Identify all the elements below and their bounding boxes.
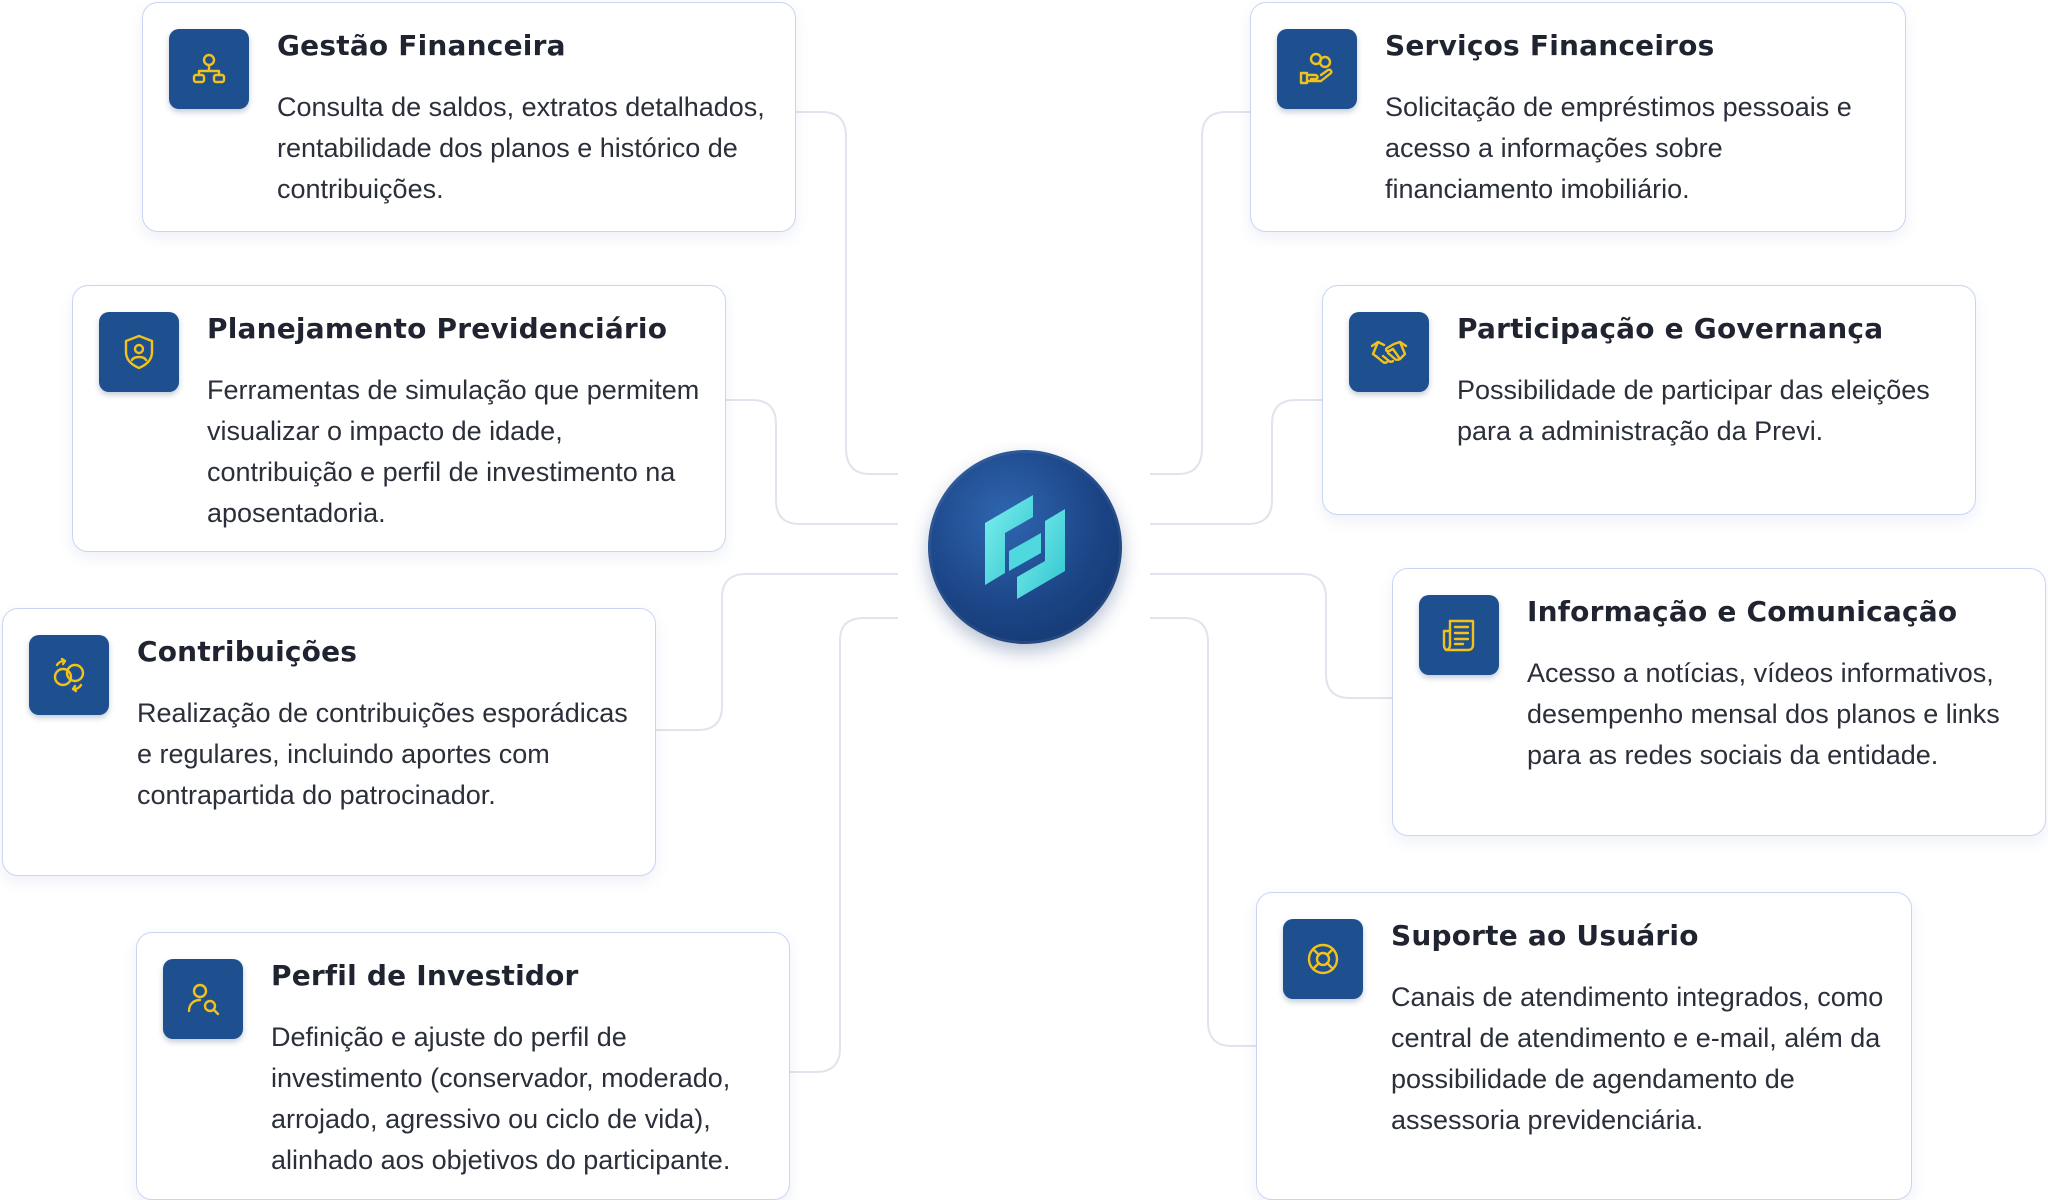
connector-perfil bbox=[790, 617, 898, 1073]
card-suporte-usuario: Suporte ao Usuário Canais de atendimento… bbox=[1256, 892, 1912, 1200]
card-title: Suporte ao Usuário bbox=[1391, 919, 1699, 952]
card-planejamento-previdenciario: Planejamento Previdenciário Ferramentas … bbox=[72, 285, 726, 552]
shield-user-icon bbox=[124, 334, 154, 370]
connector-planejamento bbox=[726, 399, 898, 525]
card-icon-box bbox=[1277, 29, 1357, 109]
card-icon-box bbox=[29, 635, 109, 715]
card-title: Informação e Comunicação bbox=[1527, 595, 1958, 628]
card-title: Planejamento Previdenciário bbox=[207, 312, 668, 345]
connector-informacao bbox=[1150, 573, 1392, 699]
card-title: Serviços Financeiros bbox=[1385, 29, 1715, 62]
card-title: Contribuições bbox=[137, 635, 358, 668]
card-description: Acesso a notícias, vídeos informativos, … bbox=[1527, 658, 2000, 770]
card-perfil-investidor: Perfil de Investidor Definição e ajuste … bbox=[136, 932, 790, 1200]
card-description: Definição e ajuste do perfil de investim… bbox=[271, 1022, 731, 1175]
card-description: Ferramentas de simulação que permitem vi… bbox=[207, 375, 700, 528]
card-description: Realização de contribuições esporádicas … bbox=[137, 698, 628, 810]
card-icon-box bbox=[163, 959, 243, 1039]
connector-participacao bbox=[1150, 399, 1322, 525]
card-description: Canais de atendimento integrados, como c… bbox=[1391, 982, 1884, 1135]
hub-logo bbox=[928, 450, 1122, 644]
card-description: Possibilidade de participar das eleições… bbox=[1457, 375, 1930, 446]
card-description: Consulta de saldos, extratos detalhados,… bbox=[277, 92, 765, 204]
card-description: Solicitação de empréstimos pessoais e ac… bbox=[1385, 92, 1852, 204]
card-icon-box bbox=[99, 312, 179, 392]
coins-exchange-icon bbox=[53, 657, 85, 693]
card-icon-box bbox=[1283, 919, 1363, 999]
card-informacao-comunicacao: Informação e Comunicação Acesso a notíci… bbox=[1392, 568, 2046, 836]
card-title: Participação e Governança bbox=[1457, 312, 1884, 345]
card-title: Gestão Financeira bbox=[277, 29, 566, 62]
card-icon-box bbox=[1349, 312, 1429, 392]
user-search-icon bbox=[187, 983, 220, 1016]
card-gestao-financeira: Gestão Financeira Consulta de saldos, ex… bbox=[142, 2, 796, 232]
card-participacao-governanca: Participação e Governança Possibilidade … bbox=[1322, 285, 1976, 515]
card-title: Perfil de Investidor bbox=[271, 959, 579, 992]
card-icon-box bbox=[169, 29, 249, 109]
card-servicos-financeiros: Serviços Financeiros Solicitação de empr… bbox=[1250, 2, 1906, 232]
handshake-icon bbox=[1370, 340, 1408, 364]
newspaper-icon bbox=[1442, 619, 1475, 652]
card-contribuicoes: Contribuições Realização de contribuiçõe… bbox=[2, 608, 656, 876]
org-chart-icon bbox=[192, 53, 226, 84]
lifebuoy-icon bbox=[1307, 943, 1339, 975]
connector-servicos bbox=[1150, 111, 1250, 475]
connector-suporte bbox=[1150, 617, 1256, 1047]
previ-logo-icon bbox=[985, 495, 1065, 599]
connector-contribuicoes bbox=[656, 573, 898, 731]
card-icon-box bbox=[1419, 595, 1499, 675]
hand-coins-icon bbox=[1299, 52, 1333, 85]
connector-gestao bbox=[796, 111, 898, 475]
